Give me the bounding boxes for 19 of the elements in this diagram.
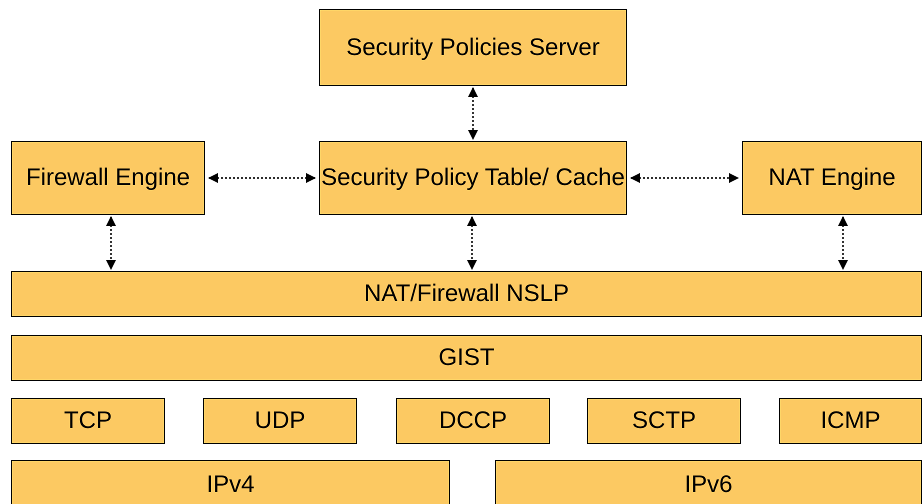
arrow <box>106 216 116 270</box>
layer-box: UDP <box>203 398 357 444</box>
layer-box: Security Policies Server <box>319 9 627 86</box>
layer-box: TCP <box>11 398 165 444</box>
layer-box: Security Policy Table/ Cache <box>319 141 627 215</box>
arrow <box>467 216 477 270</box>
arrow <box>208 173 316 183</box>
arrow <box>468 87 478 140</box>
layer-box: NAT Engine <box>742 141 922 215</box>
arrow <box>838 216 848 270</box>
layer-box: IPv6 <box>495 460 922 504</box>
layer-box: GIST <box>11 335 922 381</box>
layer-box: Firewall Engine <box>11 141 205 215</box>
layer-box: IPv4 <box>11 460 450 504</box>
layer-box: ICMP <box>779 398 922 444</box>
layer-box: NAT/Firewall NSLP <box>11 271 922 317</box>
layer-box: SCTP <box>587 398 741 444</box>
layer-box: DCCP <box>396 398 550 444</box>
arrow <box>630 173 739 183</box>
